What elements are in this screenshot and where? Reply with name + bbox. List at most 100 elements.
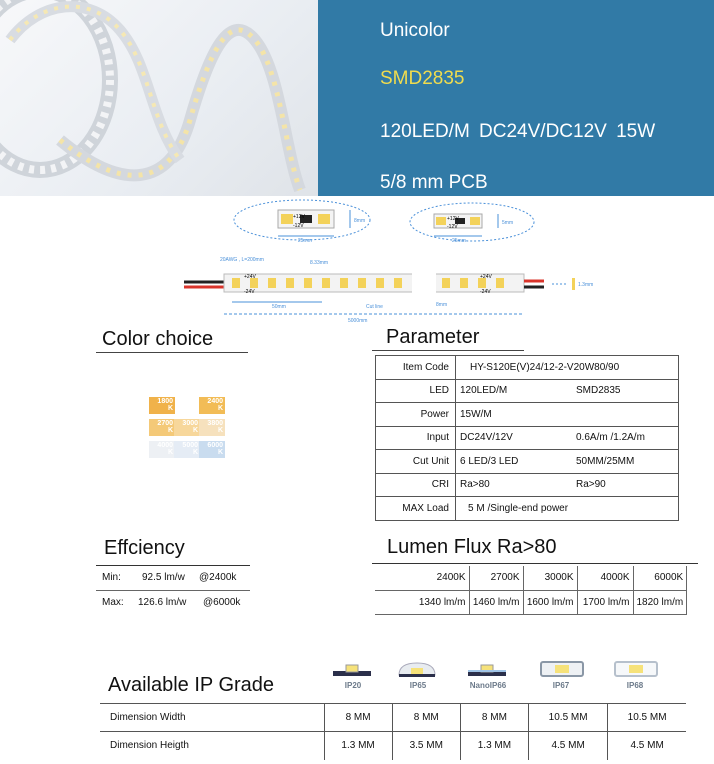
- parameter-value-cell: 120LED/M SMD2835: [455, 378, 679, 403]
- ip-grade-label: IP67: [552, 681, 570, 690]
- parameter-key: Item Code: [375, 355, 456, 380]
- ip-grade-label: NanoIP66: [469, 681, 507, 690]
- strip-dimension-diagram: +12V -12V 8mm 25mm +12V -12V 5mm 25mm 20…: [184, 199, 593, 324]
- dimension-value: 8 MM: [323, 703, 393, 732]
- color-chip-unit: K: [192, 449, 198, 456]
- ip-strip-icon: [332, 660, 372, 683]
- led-strip-photo: [0, 0, 318, 196]
- pcb-width: 5/8 mm PCB: [380, 172, 488, 193]
- led-strip-reel-illustration: [0, 0, 306, 193]
- ip-strip-icon: [614, 660, 658, 683]
- dimension-value: 1.3 MM: [323, 731, 393, 760]
- parameter-key: Cut Unit: [375, 449, 456, 474]
- dimension-name: Dimension Width: [100, 703, 324, 732]
- color-chip-value: 3800: [207, 420, 223, 427]
- parameter-value-secondary: 50MM/25MM: [576, 455, 635, 467]
- strip-minus-label: -24V: [244, 289, 255, 295]
- parameter-row: CRI Ra>80 Ra>90: [375, 472, 679, 497]
- lumen-header-cell: 6000K: [632, 566, 688, 591]
- parameter-value-secondary: SMD2835: [576, 385, 621, 397]
- efficiency-max-value: 126.6 lm/w: [138, 597, 187, 608]
- parameter-value-cell: 5 M /Single-end power: [455, 496, 679, 521]
- strip-end-plus-label: +24V: [480, 274, 492, 280]
- color-choice-title: Color choice: [102, 328, 214, 350]
- ip-grade-label: IP65: [409, 681, 427, 690]
- color-chip-unit: K: [167, 427, 173, 434]
- color-choice-underline: [96, 352, 248, 353]
- color-chip-value: 2700: [157, 420, 173, 427]
- strip-end-minus-label: -24V: [480, 289, 491, 295]
- bubble-right-height: 5mm: [502, 220, 513, 226]
- lumen-flux-title: Lumen Flux Ra>80: [387, 536, 557, 558]
- dimension-value: 4.5 MM: [607, 731, 686, 760]
- cut-line-label: Cut line: [366, 304, 383, 310]
- parameter-key: LED: [375, 378, 456, 403]
- parameter-title: Parameter: [386, 326, 480, 348]
- efficiency-title: Effciency: [104, 537, 185, 559]
- ip-grade-label: IP20: [344, 681, 362, 690]
- ip-strip-icon: [540, 660, 584, 683]
- parameter-value-primary: Ra>80: [460, 479, 490, 491]
- parameter-value-primary: HY-S120E(V)24/12-2-V20W80/90: [470, 361, 620, 373]
- led-pitch: 8.33mm: [310, 260, 328, 266]
- wire-spec: 20AWG , L=200mm: [220, 257, 264, 263]
- parameter-underline: [372, 350, 524, 351]
- parameter-key: MAX Load: [375, 496, 456, 521]
- lumen-header-cell: 2400K: [375, 566, 470, 591]
- ip-strip-icon: [467, 660, 507, 683]
- color-chip-unit: K: [167, 449, 173, 456]
- parameter-value-cell: HY-S120E(V)24/12-2-V20W80/90: [455, 355, 679, 380]
- bubble-right-minus: -12V: [447, 224, 458, 230]
- header-band: Unicolor SMD2835 120LED/M DC24V/DC12V 15…: [318, 0, 714, 196]
- dimension-value: 4.5 MM: [528, 731, 608, 760]
- dimension-value: 10.5 MM: [528, 703, 608, 732]
- parameter-value-secondary: Ra>90: [576, 479, 606, 491]
- color-chip-value: 1800: [157, 398, 173, 405]
- efficiency-min-label: Min:: [102, 572, 121, 583]
- color-chip-value: 6000: [207, 442, 223, 449]
- parameter-value-cell: Ra>80 Ra>90: [455, 472, 679, 497]
- color-chip-unit: K: [217, 405, 223, 412]
- parameter-row: Item Code HY-S120E(V)24/12-2-V20W80/90: [375, 355, 679, 380]
- lumen-value-cell: 1700 lm/m: [576, 589, 634, 615]
- efficiency-max-label: Max:: [102, 597, 124, 608]
- color-chip-unit: K: [217, 427, 223, 434]
- bubble-right-width: 25mm: [452, 238, 466, 244]
- strip-plus-label: +24V: [244, 274, 256, 280]
- parameter-key: CRI: [375, 472, 456, 497]
- small-width: 8mm: [436, 302, 447, 308]
- dimension-value: 10.5 MM: [607, 703, 686, 732]
- efficiency-divider: [96, 590, 250, 591]
- parameter-row: LED 120LED/M SMD2835: [375, 378, 679, 403]
- dimension-name: Dimension Heigth: [100, 731, 324, 760]
- efficiency-min-cct: @2400k: [199, 572, 237, 583]
- color-chip-unit: K: [192, 427, 198, 434]
- lumen-value-cell: 1460 lm/m: [468, 589, 524, 615]
- ip-strip-icon: [397, 660, 437, 683]
- efficiency-min-value: 92.5 lm/w: [142, 572, 185, 583]
- color-chip-value: 3000: [182, 420, 198, 427]
- bubble-right-plus: +12V: [447, 216, 459, 222]
- lumen-header-cell: 2700K: [468, 566, 524, 591]
- parameter-value-primary: 5 M /Single-end power: [468, 502, 569, 514]
- dimension-value: 8 MM: [391, 703, 461, 732]
- lumen-header-cell: 4000K: [576, 566, 634, 591]
- lumen-header-cell: 3000K: [522, 566, 578, 591]
- ip-grade-title: Available IP Grade: [108, 674, 275, 696]
- parameter-value-primary: 120LED/M: [460, 385, 508, 397]
- lumen-value-cell: 1340 lm/m: [375, 589, 470, 615]
- lumen-value-cell: 1600 lm/m: [522, 589, 578, 615]
- reel-length: 5000mm: [348, 318, 367, 324]
